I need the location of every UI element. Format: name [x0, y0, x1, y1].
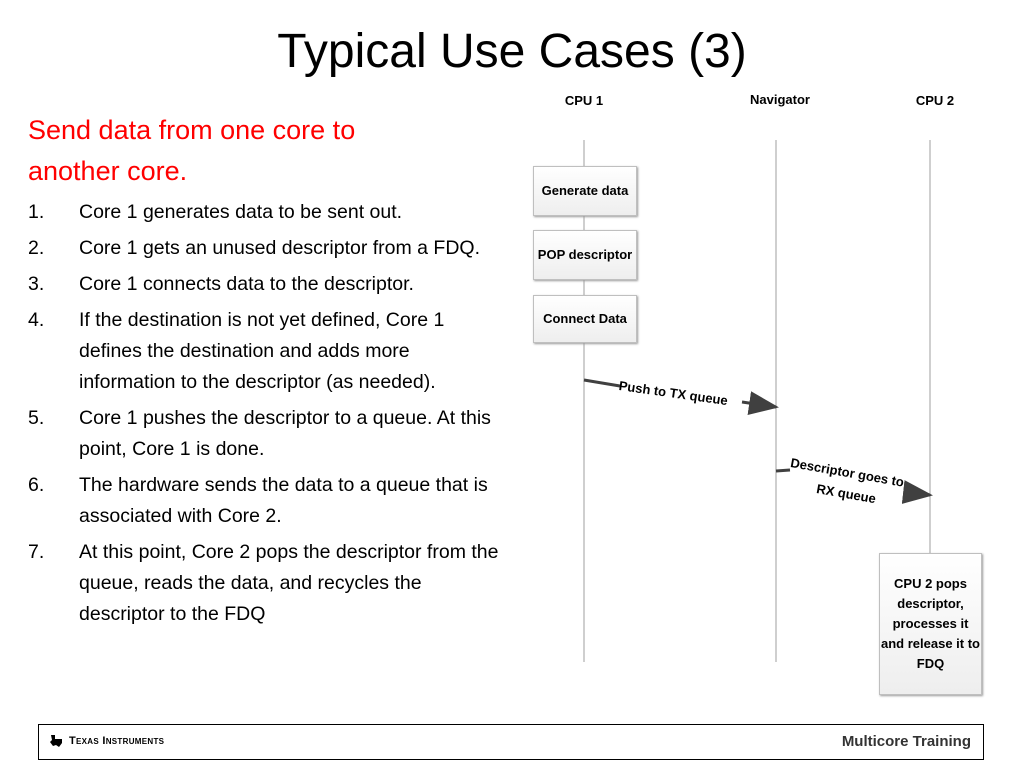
lane-label-cpu2: CPU 2: [915, 93, 955, 108]
lane-label-cpu1: CPU 1: [564, 93, 604, 108]
list-item: 4.If the destination is not yet defined,…: [28, 309, 445, 393]
box-pop-descriptor: POP descriptor: [533, 230, 637, 280]
footer-bar: Texas Instruments Multicore Training: [38, 724, 984, 760]
box-cpu2-pops: CPU 2 pops descriptor, processes it and …: [879, 553, 982, 695]
slide-subtitle: Send data from one core to another core.: [28, 115, 356, 186]
slide-title: Typical Use Cases (3): [277, 25, 747, 78]
arrow-label-rx-line2: RX queue: [815, 481, 878, 507]
list-item: 1.Core 1 generates data to be sent out.: [28, 201, 403, 223]
arrow-label-push: Push to TX queue: [617, 378, 729, 409]
lane-label-navigator: Navigator: [750, 92, 810, 107]
arrow-label-rx-line1: Descriptor goes to: [789, 455, 906, 490]
texas-state-icon: [50, 735, 62, 747]
footer-title: Multicore Training: [841, 733, 971, 750]
box-generate-data: Generate data: [533, 166, 637, 216]
list-item: 2.Core 1 gets an unused descriptor from …: [28, 237, 481, 259]
steps-list: 1.Core 1 generates data to be sent out. …: [28, 197, 508, 635]
list-item: 3.Core 1 connects data to the descriptor…: [28, 273, 414, 295]
list-item: 7.At this point, Core 2 pops the descrip…: [28, 541, 499, 625]
box-connect-data: Connect Data: [533, 295, 637, 343]
ti-logo: Texas Instruments: [49, 734, 164, 748]
list-item: 6.The hardware sends the data to a queue…: [28, 474, 488, 527]
list-item: 5.Core 1 pushes the descriptor to a queu…: [28, 407, 491, 460]
